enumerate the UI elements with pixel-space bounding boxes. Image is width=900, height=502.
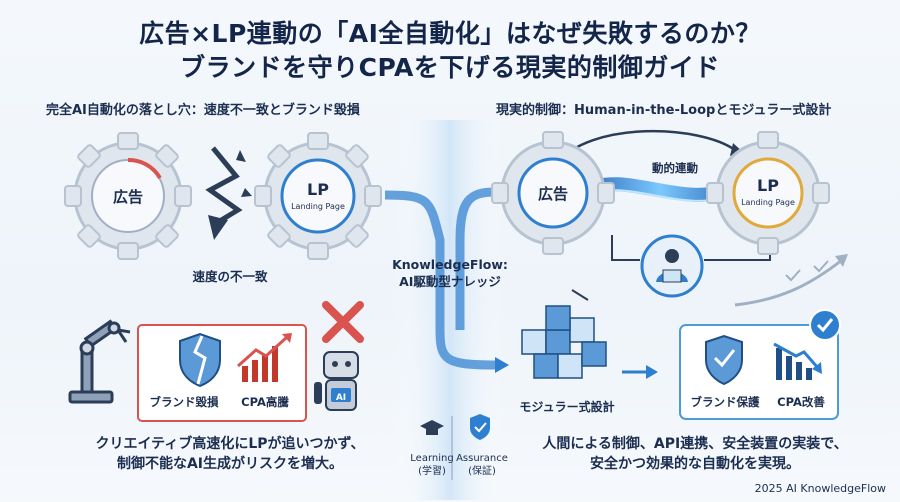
assurance-jp-label: (保証) — [468, 466, 496, 477]
growth-arrow-icon — [734, 254, 848, 307]
robot-ai-label: AI — [335, 393, 347, 403]
human-operator-icon — [640, 234, 704, 298]
robot-arm-icon — [68, 319, 131, 404]
cpa-down-chart-icon — [773, 342, 822, 380]
check-badge-icon — [809, 309, 841, 341]
crack-lightning — [205, 146, 252, 240]
page-subtitle: ブランドを守りCPAを下げる現実的制御ガイド — [180, 53, 720, 82]
knowledgeflow-subtitle: AI駆動型ナレッジ — [399, 274, 501, 289]
loop-arrow-left — [611, 235, 640, 261]
flow-arrow-bottom — [495, 357, 509, 373]
right-caption-2: 安全かつ効果的な自動化を実現。 — [590, 456, 800, 472]
gear-lp-right — [706, 131, 830, 255]
gear-lp-left — [254, 132, 382, 260]
gear-ad-right — [491, 131, 615, 255]
left-caption-2: 制御不能なAI生成がリスクを増大。 — [116, 456, 344, 472]
right-heading: 現実的制御：Human-in-the-Loopとモジュラー式設計 — [496, 103, 832, 118]
dynamic-link-label: 動的連動 — [652, 161, 698, 175]
gear-lp-left-sub: Landing Page — [291, 202, 345, 211]
footer-copyright: 2025 AI KnowledgeFlow — [754, 482, 886, 495]
learning-jp-label: (学習) — [418, 466, 446, 477]
brand-damage-label: ブランド毀損 — [149, 395, 219, 409]
left-caption-1: クリエイティブ高速化にLPが追いつかず、 — [95, 436, 365, 452]
cpa-up-chart-icon — [237, 333, 292, 382]
broken-shield-icon — [179, 332, 221, 388]
assurance-shield-icon — [470, 414, 490, 440]
flow-curve-right — [455, 187, 496, 330]
gear-ad-right-label: 広告 — [537, 185, 568, 203]
center-pillar — [395, 120, 505, 500]
gear-ad-left-label: 広告 — [112, 188, 143, 206]
knowledgeflow-title: KnowledgeFlow: — [392, 257, 508, 272]
gear-lp-right-label: LP — [757, 176, 779, 195]
page-title: 広告×LP連動の「AI全自動化」はなぜ失敗するのか？ — [139, 19, 761, 48]
cpa-improve-label: CPA改善 — [777, 395, 825, 409]
modular-label: モジュラー式設計 — [519, 400, 615, 414]
mismatch-label: 速度の不一致 — [192, 269, 268, 284]
flow-curve-left — [384, 190, 496, 370]
brand-protect-label: ブランド保護 — [690, 395, 760, 409]
learning-label: Learning — [410, 453, 454, 464]
graduation-cap-icon — [420, 420, 444, 435]
ai-robot-icon — [314, 301, 364, 411]
right-caption-1: 人間による制御、API連携、安全装置の実装で、 — [542, 436, 848, 452]
connector-line — [571, 289, 589, 301]
assurance-label: Assurance — [456, 453, 508, 464]
gear-lp-right-sub: Landing Page — [741, 198, 795, 207]
cpa-up-label: CPA高騰 — [241, 395, 289, 409]
gear-ad-left — [64, 132, 192, 260]
gear-lp-left-label: LP — [307, 180, 329, 199]
protect-shield-icon — [705, 334, 743, 386]
left-heading: 完全AI自動化の落とし穴：速度不一致とブランド毀損 — [46, 103, 360, 118]
modular-cubes-icon — [521, 305, 607, 379]
